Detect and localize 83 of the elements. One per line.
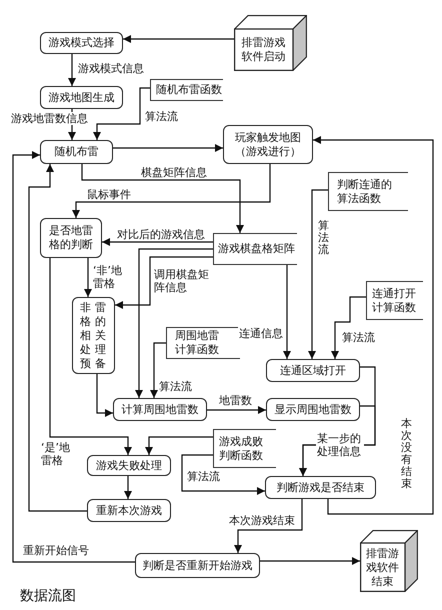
arrow (207, 406, 266, 414)
process-label: 非雷格的相关处理预备 (79, 300, 111, 370)
process-box (266, 398, 360, 421)
process-box (40, 218, 102, 258)
arrow (84, 258, 92, 297)
caption: 数据流图 (20, 588, 76, 605)
arrow (150, 342, 166, 398)
data-store (166, 327, 240, 359)
edge-label: 某一步的处理信息 (316, 432, 364, 458)
data-store (328, 172, 408, 211)
edge-label: 游戏地雷数信息 (10, 112, 89, 125)
edge-label: 地雷数 (218, 394, 253, 407)
arrow (72, 164, 271, 218)
edge-label: 调用棋盘矩阵信息 (153, 268, 212, 294)
arrow (331, 296, 366, 359)
store-label: 随机布雷函数 (156, 83, 222, 97)
arrow (12, 151, 135, 563)
store-label: 连通打开计算函数 (372, 286, 417, 314)
process-label: 重新本次游戏 (96, 504, 162, 518)
edge-label: 算法流 (158, 380, 193, 393)
process-box (87, 455, 171, 476)
store-label: 周围地雷计算函数 (175, 329, 220, 357)
process-box (135, 553, 260, 578)
edge-label: 算法流 (186, 470, 221, 483)
data-store (213, 429, 276, 468)
edge-label: 算法流 (144, 110, 179, 123)
entity-label: 排雷游戏软件启动 (240, 36, 286, 64)
process-label: 判断是否重新开始游戏 (142, 558, 252, 572)
arrow (93, 87, 150, 140)
edge-label: 本次游戏结束 (228, 514, 296, 527)
process-box (72, 297, 115, 374)
store-label: 判断连通的算法函数 (337, 178, 393, 206)
data-store (366, 281, 423, 320)
edge-label: 连通信息 (238, 327, 284, 340)
edge-label: 本次没有结束 (401, 418, 412, 491)
arrow (135, 248, 213, 398)
data-store (150, 79, 223, 101)
arrow (113, 144, 223, 152)
arrow (234, 499, 303, 553)
arrow (308, 189, 328, 359)
process-box (265, 476, 376, 499)
arrow (96, 374, 113, 417)
arrow (115, 256, 213, 309)
store-label: 游戏成败判断函数 (219, 434, 264, 462)
edge-label: 游戏模式信息 (77, 62, 145, 75)
edge-label: 重新开始信号 (22, 544, 90, 557)
arrow (28, 164, 87, 512)
arrow (124, 476, 132, 499)
process-box (40, 32, 123, 54)
arrow (123, 35, 234, 43)
process-label: 连通区域打开 (280, 364, 346, 378)
data-store (213, 233, 297, 265)
process-label: 随机布雷 (54, 145, 98, 159)
process-box (40, 86, 123, 109)
arrow (313, 136, 434, 515)
store-label: 游戏棋盘格矩阵 (218, 242, 295, 256)
edge-label: 算法流 (318, 220, 329, 256)
edge-label: 对比后的游戏信息 (116, 228, 206, 241)
arrow (181, 454, 265, 495)
process-box (223, 125, 313, 164)
process-label: 计算周围地雷数 (122, 402, 198, 416)
process-label: 是否地雷格的判断 (48, 224, 94, 252)
process-label: 玩家触发地图（游戏进行） (234, 130, 302, 158)
arrow (68, 54, 76, 86)
process-box (87, 499, 171, 522)
process-label: 游戏模式选择 (48, 36, 114, 50)
arrow (283, 265, 291, 359)
arrow (102, 238, 213, 246)
edge-label: 算法流 (341, 331, 376, 344)
process-label: 游戏失败处理 (96, 458, 162, 472)
process-label: 游戏地图生成 (48, 90, 114, 104)
process-box (113, 398, 207, 421)
process-box (266, 359, 360, 382)
arrow (81, 164, 244, 233)
process-label: 显示周围地雷数 (274, 402, 352, 416)
process-box (40, 140, 113, 164)
process-label: 判断游戏是否结束 (276, 480, 364, 494)
edge-label: 鼠标事件 (86, 188, 132, 201)
arrow (49, 258, 132, 455)
edge-label: 棋盘矩阵信息 (140, 166, 208, 179)
arrow (145, 436, 213, 455)
arrow (260, 557, 360, 565)
entity-label: 排雷游戏软件结束 (365, 546, 400, 588)
